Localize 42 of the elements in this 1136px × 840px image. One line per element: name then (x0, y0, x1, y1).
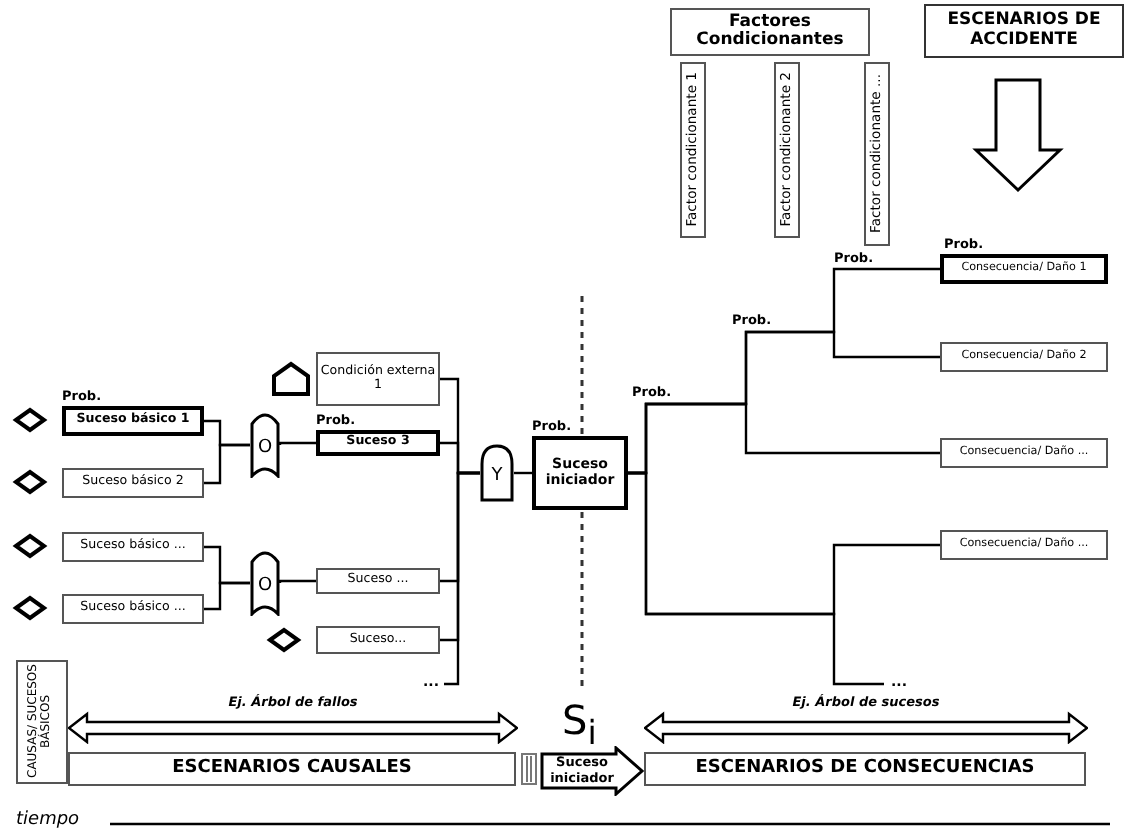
header-box (670, 8, 870, 56)
header-text: Factores Condicionantes (694, 13, 846, 51)
event-box (62, 532, 204, 562)
consequence-box (940, 342, 1108, 372)
event-box (316, 430, 440, 456)
connector-line (204, 443, 250, 485)
factor-box (680, 62, 706, 238)
event-box (62, 594, 204, 624)
initiating-event-box (532, 436, 628, 510)
connector-line (278, 579, 316, 584)
condition-box (316, 352, 440, 406)
and-gate-symbol (480, 444, 514, 502)
connector-line (444, 471, 480, 686)
event-box (316, 568, 440, 594)
factor-box (774, 62, 800, 238)
connector-line (628, 471, 884, 686)
gate-label: Y (491, 467, 503, 487)
scenario-label: ESCENARIOS CAUSALES (172, 759, 412, 779)
causes-box (16, 660, 68, 784)
or-gate-symbol (250, 550, 280, 616)
scenario-bar (644, 752, 1086, 786)
event-box (316, 626, 440, 654)
event-box (62, 468, 204, 498)
scenario-bar (68, 752, 516, 786)
symbol-text: S$_{i}$ (562, 700, 597, 752)
header-box (924, 4, 1124, 58)
gate-label: O (257, 577, 273, 597)
scenario-label: ESCENARIOS DE CONSECUENCIAS (695, 759, 1035, 779)
connector-line (278, 441, 316, 446)
extent-marker (68, 696, 518, 744)
factor-box (864, 62, 890, 246)
connector-line (204, 581, 250, 611)
event-box (62, 406, 204, 436)
or-gate-symbol (250, 412, 280, 478)
gate-label: O (257, 439, 273, 459)
consequence-box (940, 530, 1108, 560)
consequence-box (940, 254, 1108, 284)
extent-marker (644, 696, 1088, 744)
consequence-box (940, 438, 1108, 468)
initiating-event-tag (540, 746, 644, 796)
header-text: ESCENARIOS DE ACCIDENTE (945, 12, 1103, 50)
axis-label: tiempo (16, 812, 80, 830)
